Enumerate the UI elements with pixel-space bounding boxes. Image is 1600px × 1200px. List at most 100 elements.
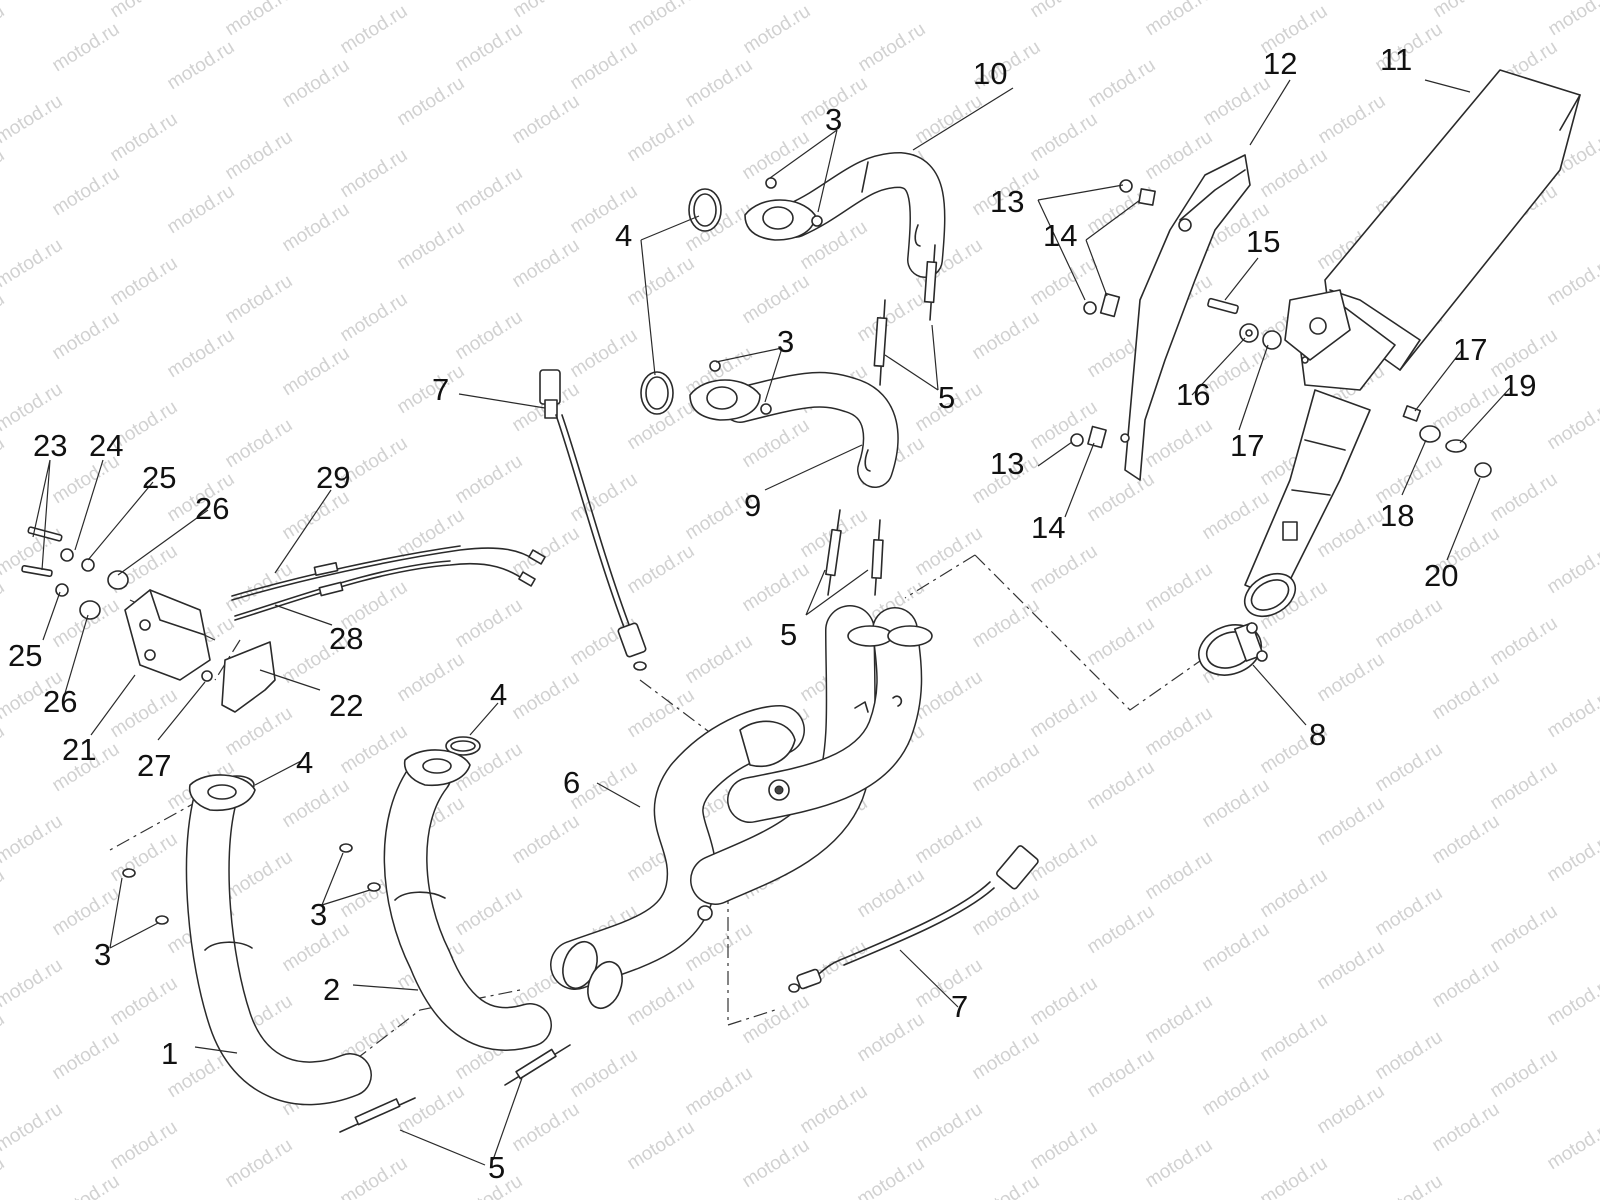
watermark-text: motod.ru	[509, 811, 584, 869]
watermark-text: motod.ru	[107, 1117, 182, 1175]
watermark-text: motod.ru	[1199, 487, 1274, 545]
callout-6: 6	[563, 765, 580, 800]
watermark-text: motod.ru	[509, 91, 584, 149]
watermark-text: motod.ru	[279, 487, 354, 545]
header-pipe-part-9	[689, 371, 899, 488]
watermark-text: motod.ru	[49, 307, 124, 365]
watermark-text: motod.ru	[739, 991, 814, 1049]
watermark-text: motod.ru	[1314, 937, 1389, 995]
watermark-text: motod.ru	[1429, 811, 1504, 869]
watermark-text: motod.ru	[625, 0, 700, 40]
callout-18: 18	[1380, 498, 1414, 533]
watermark-text: motod.ru	[1257, 1009, 1332, 1067]
watermark-text: motod.ru	[1027, 0, 1102, 22]
watermark-text: motod.ru	[222, 0, 297, 40]
watermark-text: motod.ru	[107, 685, 182, 743]
watermark-text: motod.ru	[0, 1, 8, 59]
callout-13: 13	[990, 446, 1024, 481]
watermark-text: motod.ru	[452, 163, 527, 221]
callout-3: 3	[825, 102, 842, 137]
callout-9: 9	[744, 488, 761, 523]
watermark-text: motod.ru	[0, 91, 66, 149]
watermark-text: motod.ru	[107, 829, 182, 887]
watermark-text: motod.ru	[740, 1, 815, 59]
watermark-text: motod.ru	[0, 1009, 8, 1067]
watermark-text: motod.ru	[1142, 559, 1217, 617]
watermark-text: motod.ru	[739, 415, 814, 473]
callout-3: 3	[777, 324, 794, 359]
watermark-text: motod.ru	[1084, 757, 1159, 815]
watermark-text: motod.ru	[567, 325, 642, 383]
watermark-text: motod.ru	[1314, 649, 1389, 707]
watermark-text: motod.ru	[452, 595, 527, 653]
watermark-text: motod.ru	[624, 685, 699, 743]
callout-10: 10	[973, 56, 1007, 91]
watermark-text: motod.ru	[1142, 991, 1217, 1049]
callout-28: 28	[329, 621, 363, 656]
watermark-text: motod.ru	[107, 109, 182, 167]
watermark-text: motod.ru	[1142, 703, 1217, 761]
watermark-text: motod.ru	[0, 1099, 66, 1157]
watermark-text: motod.ru	[1084, 1045, 1159, 1103]
watermark-text: motod.ru	[1142, 1135, 1217, 1193]
watermark-text: motod.ru	[1487, 1045, 1562, 1103]
watermark-text: motod.ru	[337, 721, 412, 779]
callout-14: 14	[1031, 510, 1065, 545]
watermark-text: motod.ru	[107, 0, 182, 22]
watermark-text: motod.ru	[279, 199, 354, 257]
watermark-text: motod.ru	[1027, 1117, 1102, 1175]
watermark-text: motod.ru	[337, 289, 412, 347]
watermark-text: motod.ru	[164, 37, 239, 95]
watermark-text: motod.ru	[1142, 847, 1217, 905]
callout-1: 1	[161, 1036, 178, 1071]
watermark-text: motod.ru	[1257, 145, 1332, 203]
watermark-text: motod.ru	[1544, 397, 1600, 455]
watermark-text: motod.ru	[1084, 613, 1159, 671]
watermark-text: motod.ru	[1027, 973, 1102, 1031]
watermark-text: motod.ru	[624, 973, 699, 1031]
callout-29: 29	[316, 460, 350, 495]
watermark-text: motod.ru	[0, 577, 8, 635]
callout-3: 3	[310, 897, 327, 932]
watermark-text: motod.ru	[1027, 397, 1102, 455]
callout-19: 19	[1502, 368, 1536, 403]
watermark-text: motod.ru	[509, 667, 584, 725]
watermark-text: motod.ru	[1372, 1027, 1447, 1085]
leader-lines	[32, 79, 1511, 1166]
watermark-text: motod.ru	[1315, 91, 1390, 149]
callout-14: 14	[1043, 218, 1077, 253]
watermark-text: motod.ru	[1544, 973, 1600, 1031]
watermark-text: motod.ru	[854, 1153, 929, 1200]
watermark-text: motod.ru	[1142, 0, 1217, 40]
muffler-part-11	[1243, 69, 1581, 618]
bracket-part-22	[221, 641, 276, 713]
callout-4: 4	[296, 745, 313, 780]
callout-7: 7	[951, 989, 968, 1024]
watermark-text: motod.ru	[222, 127, 297, 185]
callout-7: 7	[432, 372, 449, 407]
watermark-text: motod.ru	[567, 37, 642, 95]
watermark-text: motod.ru	[969, 1027, 1044, 1085]
callout-21: 21	[62, 732, 96, 767]
watermark-text: motod.ru	[510, 0, 585, 22]
watermark-text: motod.ru	[1430, 0, 1505, 22]
lambda-sensor-part-7-upper	[539, 369, 647, 671]
watermark-text: motod.ru	[164, 325, 239, 383]
nuts-part-3	[122, 177, 823, 925]
watermark-text: motod.ru	[969, 1171, 1044, 1200]
watermark-text: motod.ru	[1314, 793, 1389, 851]
callout-25: 25	[8, 638, 42, 673]
watermark-text: motod.ru	[1487, 469, 1562, 527]
springs-part-5	[339, 244, 938, 1133]
watermark-text: motod.ru	[912, 91, 987, 149]
watermark-text: motod.ru	[509, 1099, 584, 1157]
watermark-text: motod.ru	[0, 0, 66, 4]
callout-17: 17	[1230, 428, 1264, 463]
watermark-text: motod.ru	[912, 811, 987, 869]
watermark-text: motod.ru	[969, 307, 1044, 365]
watermark-text: motod.ru	[739, 559, 814, 617]
watermark-text: motod.ru	[49, 883, 124, 941]
callout-5: 5	[488, 1150, 505, 1185]
header-pipe-part-1	[185, 774, 372, 1106]
